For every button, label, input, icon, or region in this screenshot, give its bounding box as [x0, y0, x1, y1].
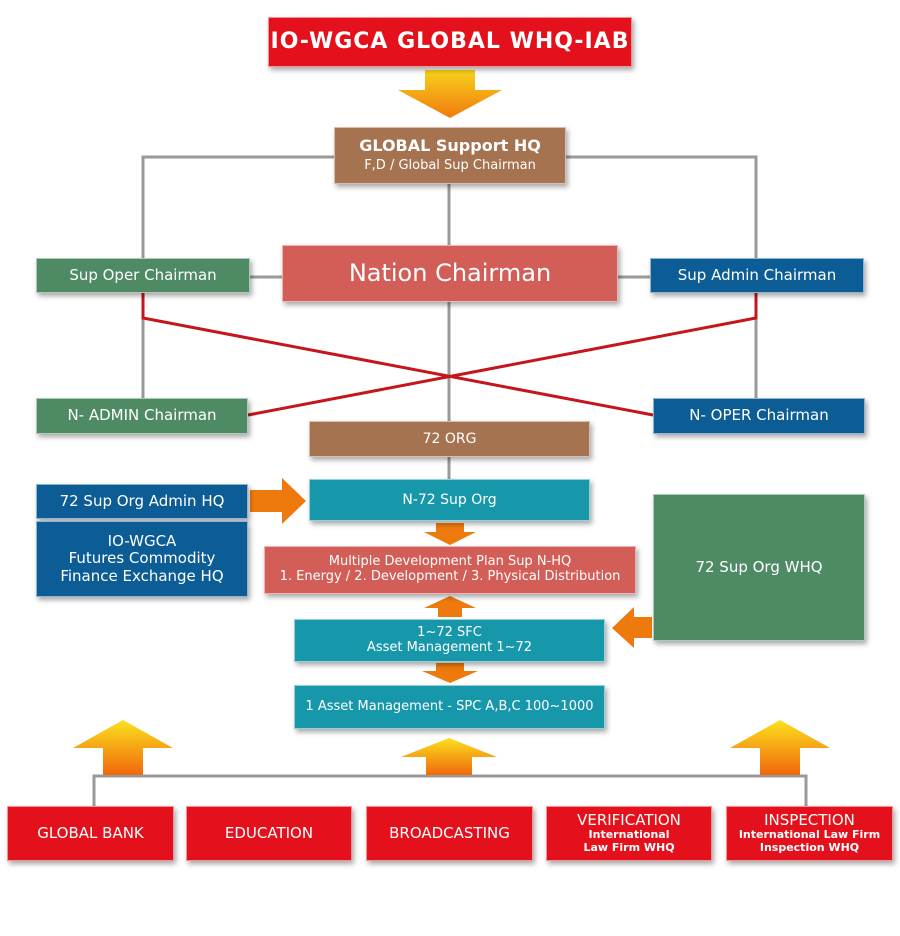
n-oper-chairman-label: N- OPER Chairman: [689, 406, 829, 425]
n-admin-chairman-box: N- ADMIN Chairman: [36, 398, 248, 434]
up-arrow-left: [73, 720, 173, 775]
connector-support-right: [566, 155, 758, 258]
sup-admin-chairman-box: Sup Admin Chairman: [650, 258, 864, 293]
verification-box: VERIFICATION International Law Firm WHQ: [546, 806, 712, 861]
sfc-line2: Asset Management 1~72: [366, 639, 533, 655]
n72-sup-org-box: N-72 Sup Org: [309, 479, 590, 521]
broadcasting-label: BROADCASTING: [389, 823, 510, 842]
asset-management-box: 1 Asset Management - SPC A,B,C 100~1000: [294, 685, 605, 729]
inspection-line1: International Law Firm: [738, 828, 881, 842]
cross-oper-to-noper: [141, 293, 654, 417]
futures-exchange-line2: Futures Commodity: [68, 549, 216, 568]
top-title-box: IO-WGCA GLOBAL WHQ-IAB: [268, 17, 632, 67]
n72-sup-org-label: N-72 Sup Org: [402, 491, 497, 508]
global-bank-label: GLOBAL BANK: [37, 823, 144, 842]
top-title-label: IO-WGCA GLOBAL WHQ-IAB: [270, 29, 630, 55]
education-box: EDUCATION: [186, 806, 352, 861]
inspection-title: INSPECTION: [764, 811, 855, 830]
arrow-left-whq: [612, 607, 652, 648]
verification-title: VERIFICATION: [577, 811, 681, 830]
sfc-box: 1~72 SFC Asset Management 1~72: [294, 619, 605, 662]
global-support-hq-box: GLOBAL Support HQ F,D / Global Sup Chair…: [334, 127, 566, 184]
arrow-down-sfc: [422, 663, 478, 683]
futures-exchange-line1: IO-WGCA: [107, 532, 177, 551]
down-arrow-top: [398, 70, 502, 118]
sup-org-admin-hq-box: 72 Sup Org Admin HQ: [36, 484, 248, 519]
up-arrow-center: [401, 738, 497, 775]
futures-exchange-line3: Finance Exchange HQ: [60, 566, 224, 585]
sup-oper-chairman-box: Sup Oper Chairman: [36, 258, 250, 293]
org-72-box: 72 ORG: [309, 421, 590, 457]
education-label: EDUCATION: [224, 823, 314, 842]
sup-admin-chairman-label: Sup Admin Chairman: [677, 265, 837, 284]
inspection-line2: Inspection WHQ: [759, 841, 860, 855]
sup-oper-chairman-label: Sup Oper Chairman: [69, 265, 217, 284]
sup-org-whq-label: 72 Sup Org WHQ: [695, 557, 823, 576]
connector-bottom-bus: [92, 774, 808, 806]
n-oper-chairman-box: N- OPER Chairman: [653, 398, 865, 434]
connector-support-left: [141, 155, 334, 258]
orange-arrows: [250, 478, 652, 683]
up-arrow-right: [730, 720, 830, 775]
arrow-up-dev: [424, 596, 476, 617]
nation-chairman-label: Nation Chairman: [348, 258, 552, 287]
inspection-box: INSPECTION International Law Firm Inspec…: [726, 806, 893, 861]
dev-plan-line2: 1. Energy / 2. Development / 3. Physical…: [279, 569, 621, 584]
global-support-title: GLOBAL Support HQ: [359, 136, 541, 156]
yellow-up-arrows: [73, 720, 830, 775]
sfc-line1: 1~72 SFC: [417, 624, 482, 640]
red-cross-connectors: [141, 293, 758, 417]
arrow-down-n72: [424, 523, 476, 545]
asset-management-label: 1 Asset Management - SPC A,B,C 100~1000: [305, 698, 594, 714]
dev-plan-line1: Multiple Development Plan Sup N-HQ: [328, 554, 572, 570]
n-admin-chairman-label: N- ADMIN Chairman: [67, 406, 217, 425]
sup-org-admin-hq-label: 72 Sup Org Admin HQ: [59, 491, 225, 510]
verification-line2: Law Firm WHQ: [583, 841, 675, 855]
arrow-right-admin-hq: [250, 478, 306, 524]
broadcasting-box: BROADCASTING: [366, 806, 533, 861]
global-support-subtitle: F,D / Global Sup Chairman: [364, 157, 536, 173]
sup-org-whq-box: 72 Sup Org WHQ: [653, 494, 865, 641]
futures-exchange-box: IO-WGCA Futures Commodity Finance Exchan…: [36, 521, 248, 597]
cross-admin-to-nadmin: [247, 293, 758, 417]
nation-chairman-box: Nation Chairman: [282, 245, 618, 302]
org-72-label: 72 ORG: [422, 430, 477, 447]
verification-line1: International: [588, 828, 670, 842]
global-bank-box: GLOBAL BANK: [7, 806, 174, 861]
dev-plan-box: Multiple Development Plan Sup N-HQ 1. En…: [264, 546, 636, 594]
